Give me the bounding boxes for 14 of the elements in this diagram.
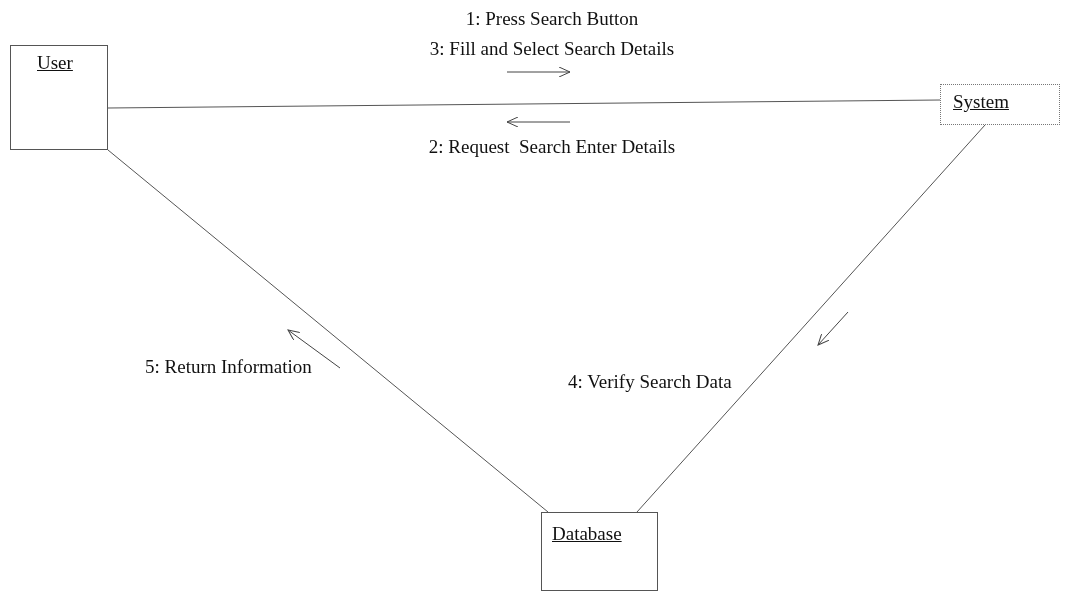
object-box bbox=[940, 84, 1060, 125]
message-label: 4: Verify Search Data bbox=[568, 371, 732, 393]
message-label: 2: Request Search Enter Details bbox=[428, 136, 676, 158]
link-line bbox=[107, 149, 549, 513]
object-name: User bbox=[37, 52, 73, 74]
object-box bbox=[10, 45, 108, 150]
message-label: 1: Press Search Button bbox=[465, 8, 639, 30]
object-name: Database bbox=[552, 523, 622, 545]
object-box bbox=[541, 512, 658, 591]
link-line bbox=[636, 124, 986, 513]
message-label: 3: Fill and Select Search Details bbox=[429, 38, 675, 60]
object-name: System bbox=[953, 91, 1009, 113]
link-line bbox=[107, 99, 941, 109]
message-label: 5: Return Information bbox=[145, 356, 312, 378]
